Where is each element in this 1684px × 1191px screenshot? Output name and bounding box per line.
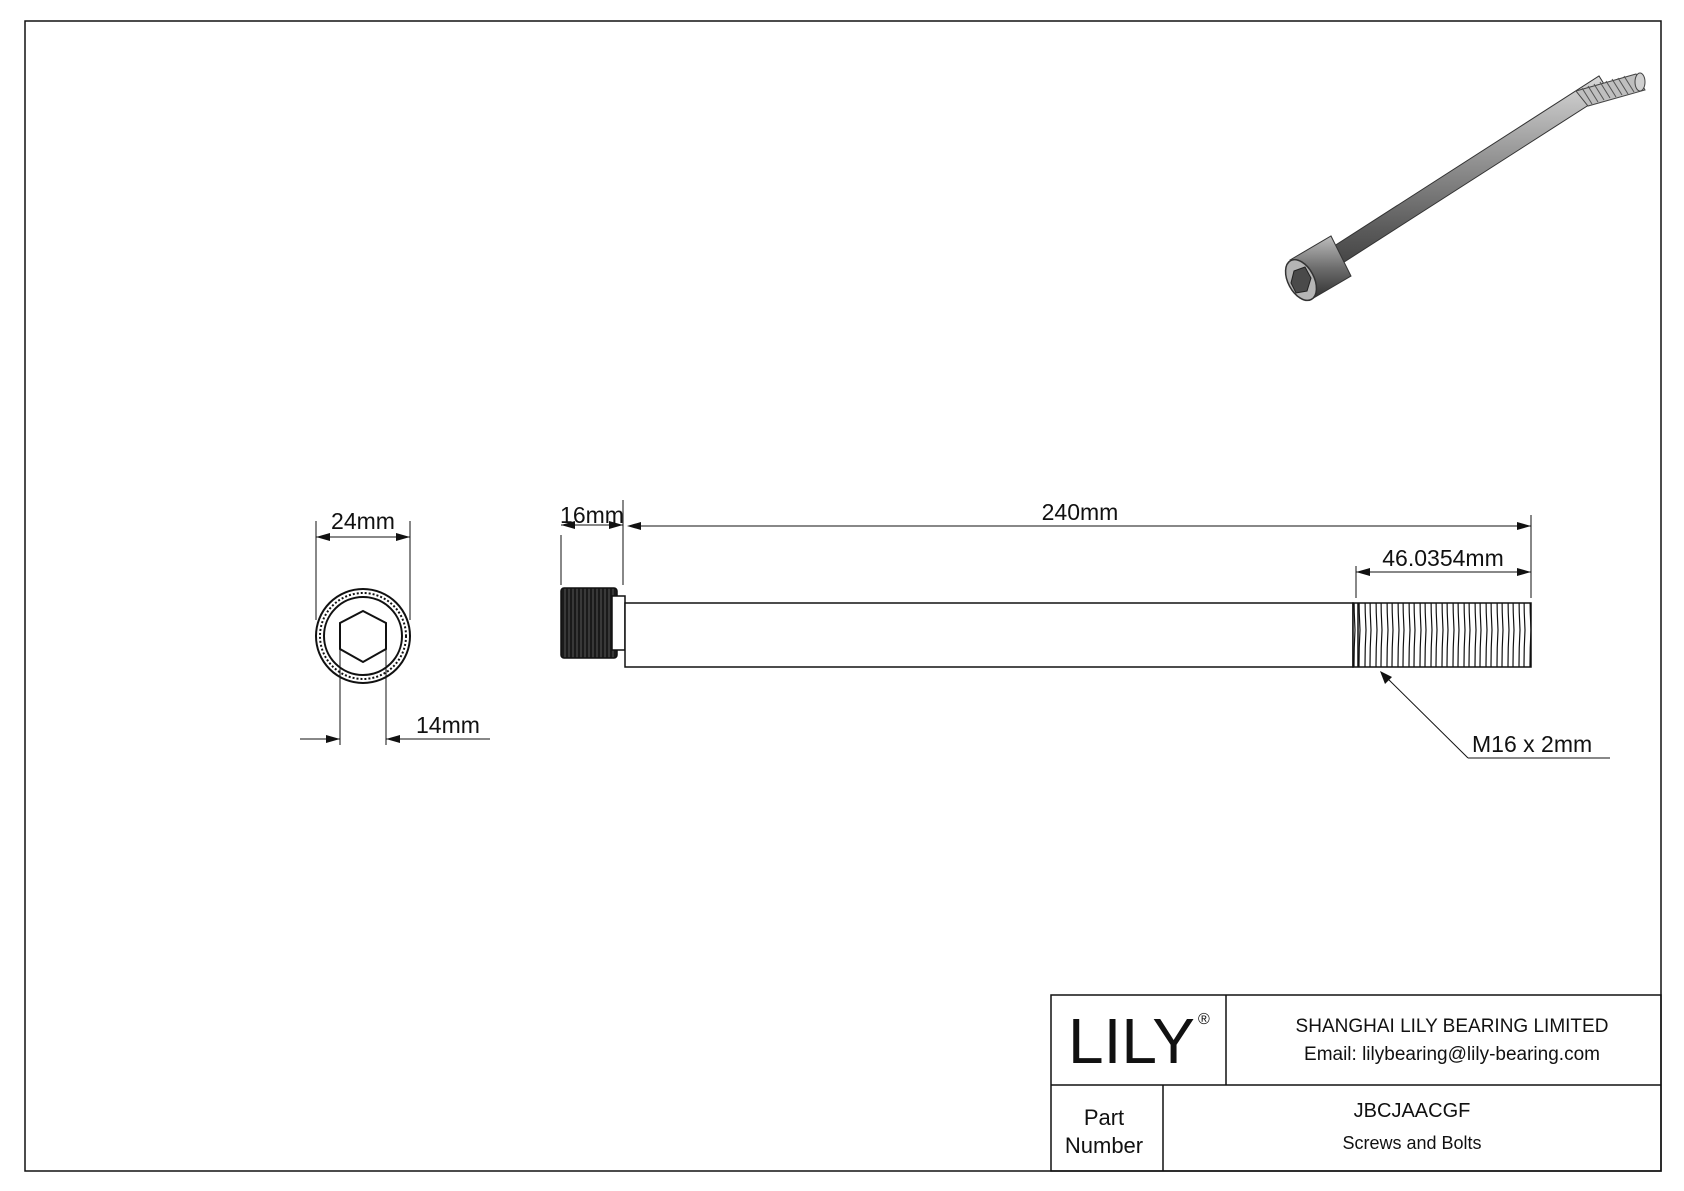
company-email: Email: lilybearing@lily-bearing.com <box>1304 1044 1600 1065</box>
title-block: LILY ® SHANGHAI LILY BEARING LIMITED Ema… <box>1050 994 1662 1172</box>
bolt-shank <box>624 602 1354 668</box>
dim-head-diameter: 24mm <box>331 508 395 534</box>
hex-socket <box>339 609 387 664</box>
company-name: SHANGHAI LILY BEARING LIMITED <box>1296 1016 1609 1037</box>
part-number: JBCJAACGF <box>1354 1100 1471 1122</box>
iso-bolt-render <box>1284 72 1646 302</box>
head-outer-circle <box>315 588 411 684</box>
company-logo: LILY <box>1068 1005 1195 1077</box>
logo-registered-mark: ® <box>1198 1011 1210 1028</box>
dim-head-height: 16mm <box>560 502 624 528</box>
side-view: 16mm 240mm 46.0354mm M16 x 2mm <box>560 499 1610 759</box>
iso-shank <box>1302 75 1610 283</box>
bolt-head <box>560 587 618 659</box>
part-label-line2: Number <box>1065 1133 1143 1158</box>
iso-hex-socket <box>1290 266 1312 294</box>
dim-length: 240mm <box>1042 499 1119 525</box>
bolt-thread <box>1352 602 1532 668</box>
dim-socket-size: 14mm <box>416 712 480 738</box>
iso-thread-end <box>1634 72 1646 92</box>
dim-thread-spec: M16 x 2mm <box>1472 731 1592 757</box>
part-category: Screws and Bolts <box>1342 1133 1481 1153</box>
iso-thread <box>1575 73 1646 107</box>
head-inner-circle <box>323 596 403 676</box>
part-label-line1: Part <box>1084 1105 1124 1130</box>
end-view: 24mm 14mm <box>300 508 490 745</box>
head-knurl-ring <box>319 592 407 680</box>
dim-thread-length: 46.0354mm <box>1382 545 1503 571</box>
head-chamfer <box>611 595 626 651</box>
sheet-border <box>24 20 1662 1172</box>
